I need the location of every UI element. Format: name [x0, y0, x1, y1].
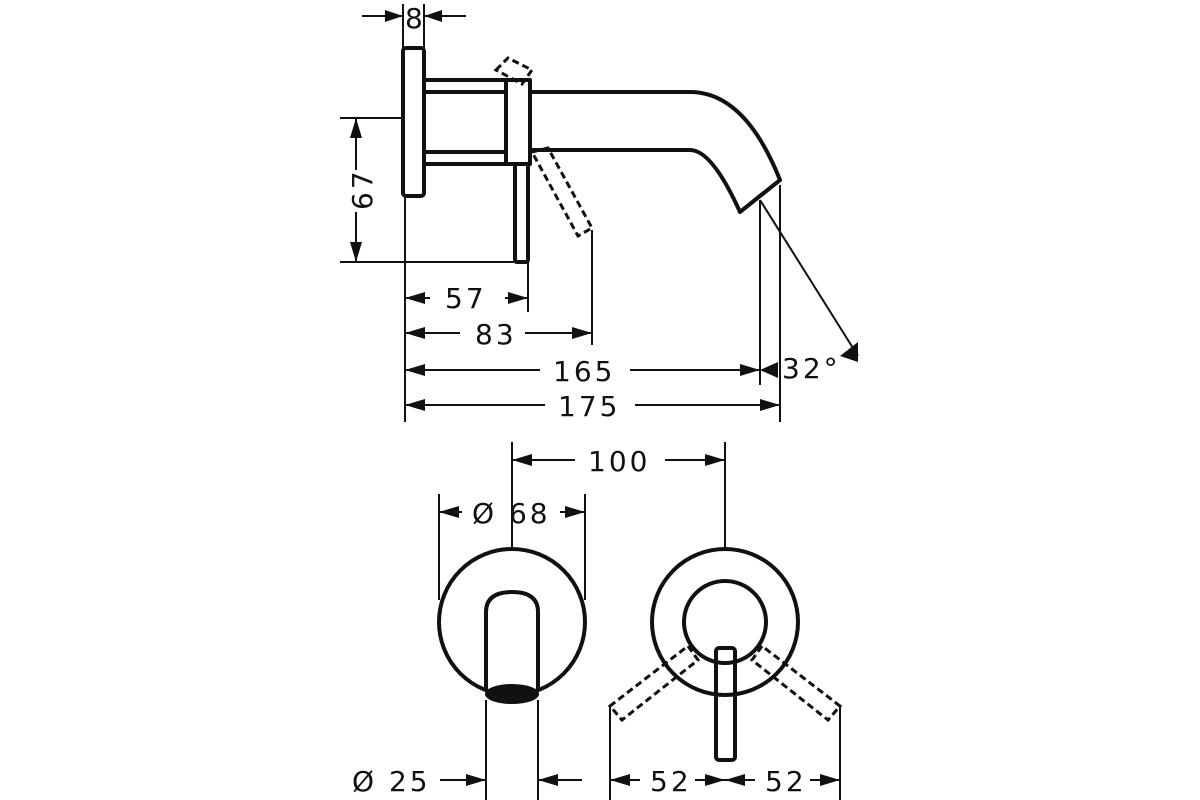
dim-spout-diameter: Ø 25 — [352, 765, 431, 798]
dim-overall-length: 175 — [558, 390, 620, 423]
lever-dashed-down — [529, 146, 595, 239]
dim-spout-length: 165 — [553, 355, 615, 388]
mixer-lever-dashed-right — [749, 643, 843, 723]
lever — [513, 162, 530, 264]
spout — [528, 90, 782, 214]
dim-lever-offset: 57 — [445, 282, 487, 315]
dim-flange-thickness: 8 — [405, 2, 426, 35]
cartridge-block — [504, 78, 532, 166]
mixer-cartridge — [682, 579, 768, 665]
dim-spout-angle: 32° — [782, 352, 841, 385]
lever-dashed-up — [493, 56, 535, 86]
front-view: 100 Ø 68 Ø 25 52 — [352, 442, 843, 800]
mixer-lever-dashed-left — [607, 643, 701, 723]
spout-outlet — [485, 684, 539, 704]
dim-lever-left: 52 — [650, 765, 692, 798]
spout-rosette — [437, 547, 587, 697]
spout-front — [484, 590, 540, 690]
side-view: 8 67 57 83 165 — [340, 2, 859, 423]
dim-lever-right: 52 — [765, 765, 807, 798]
dim-center-distance: 100 — [588, 445, 650, 478]
dim-height: 67 — [346, 168, 379, 210]
wall-flange — [401, 46, 426, 198]
dim-rosette-diameter: Ø 68 — [472, 497, 551, 530]
mixer-rosette — [650, 547, 800, 697]
dim-lever-reach: 83 — [475, 318, 517, 351]
mixer-lever — [714, 646, 737, 762]
